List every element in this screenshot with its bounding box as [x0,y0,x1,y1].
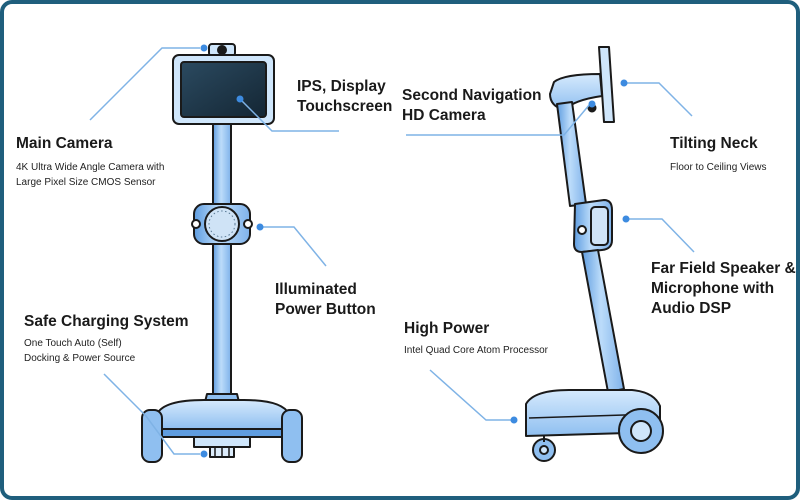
display-screen [180,61,267,118]
high-power-title: High Power [404,320,490,337]
tilting-neck-head [549,73,603,111]
power-title-2: Power Button [275,301,376,318]
nav-camera-title-1: Second Navigation [402,87,542,104]
high-power-callout: High Power Intel Quad Core Atom Processo… [404,319,548,358]
display-title-1: IPS, Display [297,78,386,95]
nav-camera-callout: Second Navigation HD Camera [402,86,542,126]
main-camera-callout: Main Camera 4K Ultra Wide Angle Camera w… [16,134,164,190]
side-upper-pole [556,101,587,207]
leader-display [239,98,339,132]
display-callout: IPS, Display Touchscreen [297,77,392,117]
charging-desc-2: Docking & Power Source [24,353,136,364]
main-camera-lens [217,45,227,55]
speaker-title-2: Microphone with [651,280,775,297]
front-upper-pole [212,123,232,205]
leader-lines [89,44,695,458]
main-camera-title: Main Camera [16,135,113,152]
main-camera-desc-2: Large Pixel Size CMOS Sensor [16,177,156,188]
speaker-callout: Far Field Speaker & Microphone with Audi… [651,259,796,319]
high-power-desc: Intel Quad Core Atom Processor [404,345,548,356]
charging-title: Safe Charging System [24,313,189,330]
power-title-1: Illuminated [275,281,357,298]
front-lower-pole [212,243,232,395]
leader-power [260,226,327,267]
leader-main-camera [89,47,200,121]
front-robot [141,43,303,463]
nav-camera-title-2: HD Camera [402,107,486,124]
robot-illustrations [89,43,695,463]
side-lower-pole [581,249,625,393]
leader-charging [103,373,200,455]
front-right-wheel [281,409,303,463]
front-left-wheel [141,409,163,463]
leader-speaker [626,218,695,253]
neck-callout: Tilting Neck Floor to Ceiling Views [670,134,767,175]
neck-title: Tilting Neck [670,135,758,152]
power-speaker [204,206,240,242]
side-robot [525,46,664,462]
display-title-2: Touchscreen [297,98,393,115]
leader-nav-camera [406,103,591,136]
main-camera-desc-1: 4K Ultra Wide Angle Camera with [16,162,165,173]
leader-power-proc [429,369,512,421]
power-button-callout: Illuminated Power Button [275,280,376,320]
charging-desc-1: One Touch Auto (Self) [24,338,122,349]
side-display-edge [598,46,615,123]
neck-desc: Floor to Ceiling Views [670,162,767,173]
charging-callout: Safe Charging System One Touch Auto (Sel… [24,312,189,366]
front-base [156,399,290,430]
speaker-title-3: Audio DSP [651,300,732,317]
leader-neck [624,82,693,117]
speaker-title-1: Far Field Speaker & [651,260,796,277]
